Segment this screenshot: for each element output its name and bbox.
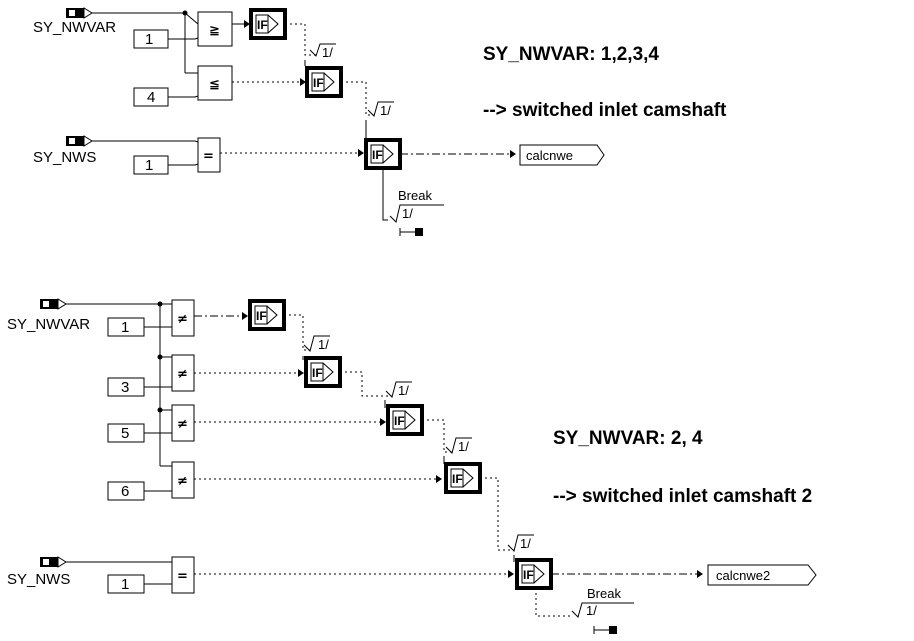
if-label: IF (452, 472, 463, 486)
if-block[interactable]: IF (364, 138, 402, 170)
input-port-sy-nws[interactable] (66, 135, 93, 147)
constant-value: 5 (121, 425, 129, 442)
if-block[interactable]: IF (248, 299, 286, 331)
output-label: calcnwe (526, 148, 573, 163)
if-label: IF (313, 76, 324, 90)
if-block[interactable]: IF (249, 8, 287, 40)
constant-value: 1 (121, 576, 129, 593)
if-label: IF (523, 568, 534, 582)
constant-value: 3 (121, 379, 129, 396)
compare-le-block[interactable] (197, 65, 233, 101)
unit-label: 1/ (402, 206, 413, 221)
compare-eq-block[interactable] (197, 137, 221, 173)
unit-label: 1/ (586, 603, 597, 618)
input-port-sy-nws[interactable] (40, 556, 67, 568)
input-port-sy-nwvar[interactable] (40, 298, 67, 310)
operator-symbol: ≠ (177, 312, 188, 327)
break-terminator-icon (593, 626, 617, 634)
if-label: IF (312, 366, 323, 380)
operator-symbol: ≠ (177, 417, 188, 432)
operator-symbol: = (203, 149, 214, 164)
unit-label: 1/ (322, 45, 333, 60)
break-label: Break (398, 188, 432, 203)
if-label: IF (372, 148, 383, 162)
operator-symbol: ≦ (209, 77, 220, 92)
unit-label: 1/ (318, 337, 329, 352)
note-description: --> switched inlet camshaft 2 (553, 486, 812, 507)
if-block[interactable]: IF (386, 404, 424, 436)
input-port-sy-nwvar[interactable] (66, 7, 93, 19)
unit-label: 1/ (380, 103, 391, 118)
unit-label: 1/ (458, 439, 469, 454)
if-label: IF (257, 18, 268, 32)
constant-value: 1 (145, 157, 153, 174)
diagram-1: SY_NWVAR 1 ≧ IF 1/ 4 ≦ (33, 7, 727, 236)
output-label: calcnwe2 (716, 568, 770, 583)
input-label-sy-nwvar: SY_NWVAR (33, 19, 116, 36)
unit-label: 1/ (398, 383, 409, 398)
constant-value: 6 (121, 483, 129, 500)
if-label: IF (394, 414, 405, 428)
unit-label: 1/ (520, 536, 531, 551)
compare-ne-block[interactable] (171, 299, 195, 337)
if-block[interactable]: IF (444, 462, 482, 494)
compare-eq-block[interactable] (171, 556, 195, 594)
break-label: Break (587, 586, 621, 601)
if-block[interactable]: IF (304, 356, 342, 388)
note-description: --> switched inlet camshaft (483, 100, 727, 121)
input-label-sy-nws: SY_NWS (7, 571, 70, 588)
if-label: IF (256, 309, 267, 323)
compare-ne-block[interactable] (171, 461, 195, 499)
diagram-2: SY_NWVAR 1 ≠ IF 1/ 3 ≠ (7, 298, 817, 634)
output-port-calcnwe2[interactable]: calcnwe2 (707, 564, 817, 586)
break-terminator-icon (399, 228, 423, 236)
constant-value: 4 (147, 89, 155, 106)
operator-symbol: = (177, 569, 188, 584)
compare-ne-block[interactable] (171, 404, 195, 442)
if-block[interactable]: IF (515, 558, 553, 590)
operator-symbol: ≠ (177, 474, 188, 489)
input-label-sy-nws: SY_NWS (33, 149, 96, 166)
output-port-calcnwe[interactable]: calcnwe (519, 144, 605, 166)
operator-symbol: ≠ (177, 367, 188, 382)
if-block[interactable]: IF (305, 66, 343, 98)
constant-value: 1 (121, 319, 129, 336)
compare-ge-block[interactable] (197, 11, 233, 47)
note-title: SY_NWVAR: 1,2,3,4 (483, 44, 659, 65)
operator-symbol: ≧ (209, 23, 220, 38)
input-label-sy-nwvar: SY_NWVAR (7, 316, 90, 333)
note-title: SY_NWVAR: 2, 4 (553, 428, 703, 449)
constant-value: 1 (145, 31, 153, 48)
